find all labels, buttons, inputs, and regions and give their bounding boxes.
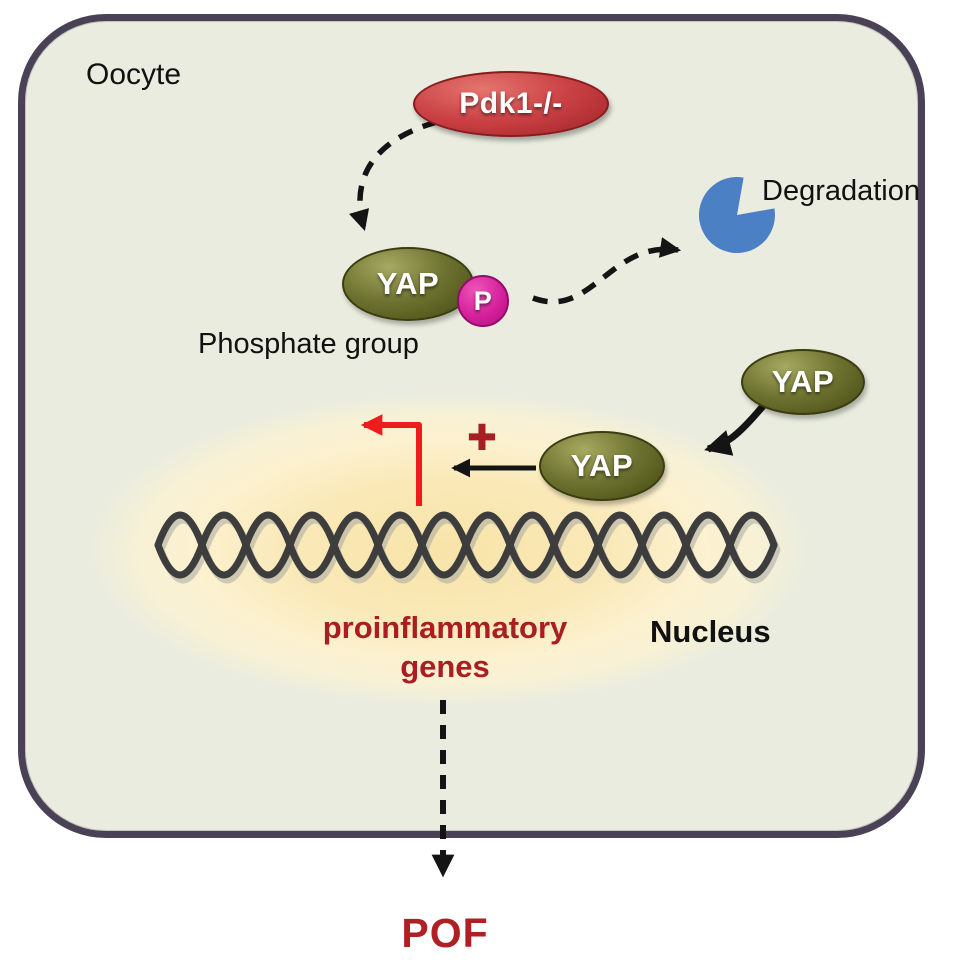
degradation-pacman-icon — [698, 177, 775, 254]
genes-line1: proinflammatory — [322, 610, 568, 645]
arrow-yap-into-nucleus — [704, 403, 766, 456]
phosphate-badge: P — [457, 275, 509, 327]
yap1-label: YAP — [376, 266, 440, 301]
arrow-yapP-to-degradation — [532, 237, 682, 305]
phosphate-group-label: Phosphate group — [198, 328, 419, 360]
yap2-label: YAP — [771, 364, 835, 399]
oocyte-label: Oocyte — [86, 58, 182, 91]
transcription-start-arrow — [360, 414, 422, 506]
dna-strand-bottom — [154, 511, 778, 579]
yap-phosphorylated-node: YAP — [342, 247, 474, 321]
arrow-pdk1-to-yap — [349, 119, 438, 232]
proinflammatory-genes-label: proinflammatory genes — [273, 609, 617, 687]
phosphate-label: P — [473, 285, 493, 316]
pdk1-label: Pdk1-/- — [459, 87, 563, 120]
genes-line2: genes — [400, 648, 490, 684]
plus-sign-icon: ✚ — [466, 417, 498, 458]
yap-nucleus-node: YAP — [539, 431, 665, 501]
degradation-label: Degradation — [762, 175, 920, 207]
dna-helix — [154, 511, 778, 579]
yap-cytoplasm-node: YAP — [741, 349, 865, 415]
pof-label: POF — [401, 910, 489, 956]
nucleus-label: Nucleus — [650, 614, 771, 649]
pdk1-node: Pdk1-/- — [413, 71, 609, 137]
yap3-label: YAP — [570, 448, 634, 483]
